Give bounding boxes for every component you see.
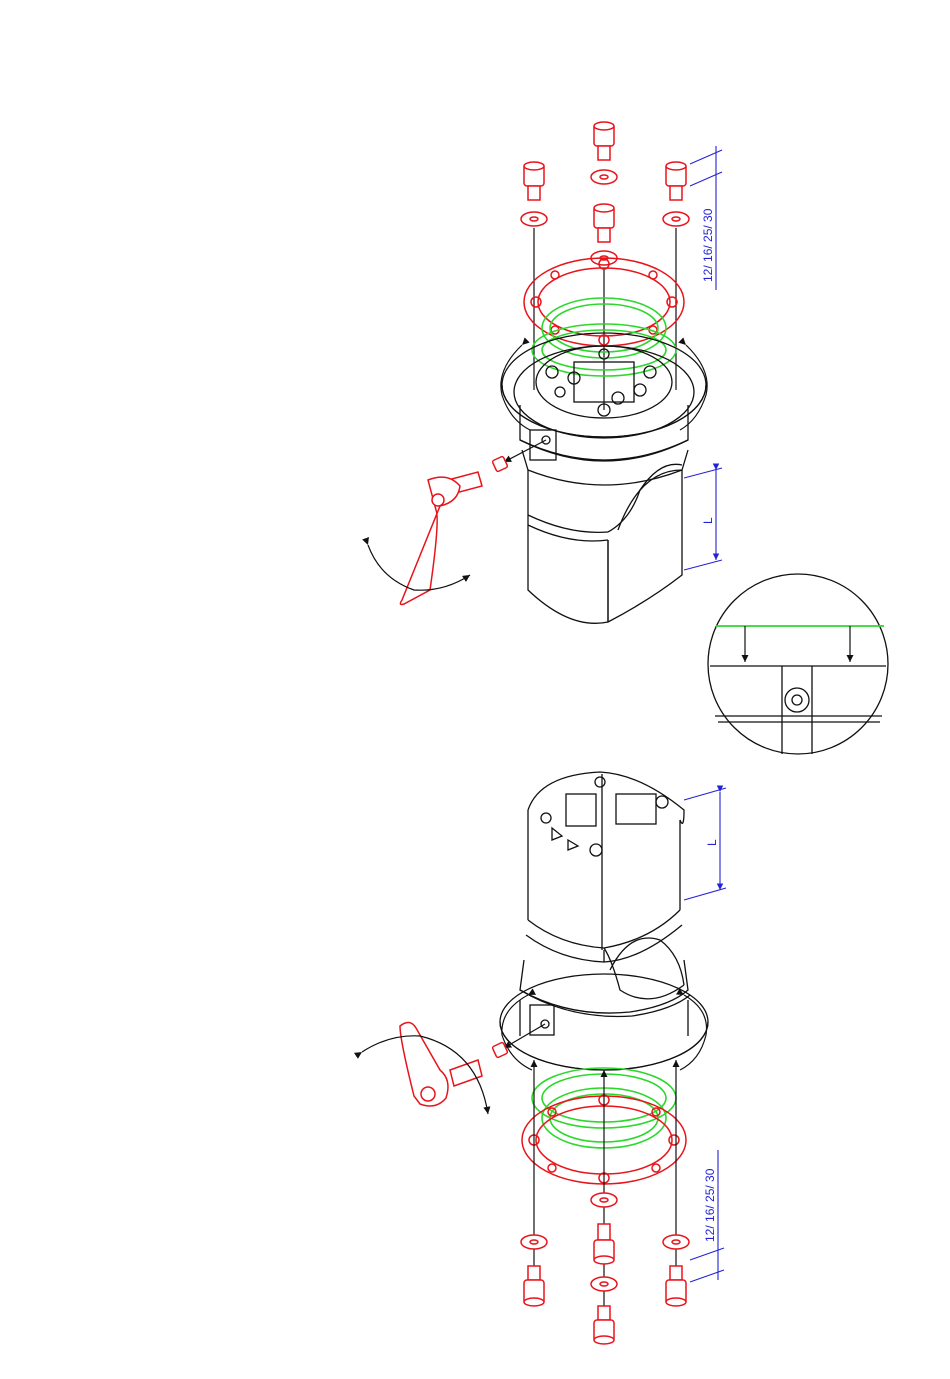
screw-bottom-middle — [594, 1224, 614, 1264]
top-dim-L: L — [684, 468, 722, 570]
top-dim-screw-label: 12/ 16/ 25/ 30 — [701, 208, 715, 282]
top-dim-screw: 12/ 16/ 25/ 30 — [690, 146, 722, 290]
bottom-body — [500, 772, 708, 1070]
top-dim-L-label: L — [701, 517, 715, 524]
bottom-dim-screw-label: 12/ 16/ 25/ 30 — [703, 1168, 717, 1242]
screw-top-center — [594, 122, 614, 160]
bottom-dim-L-label: L — [705, 839, 719, 846]
top-clamp-lever — [368, 440, 546, 605]
screw-top-middle — [594, 204, 614, 242]
bottom-dim-screw: 12/ 16/ 25/ 30 — [690, 1150, 724, 1282]
bottom-rotation-arrows — [502, 995, 707, 1070]
screw-top-left — [524, 162, 544, 200]
screw-top-right — [666, 162, 686, 200]
detail-view — [708, 574, 888, 754]
screw-bottom-center — [594, 1306, 614, 1344]
screw-bottom-left — [524, 1266, 544, 1306]
bottom-clamp-lever — [362, 1022, 545, 1114]
top-assembly: 12/ 16/ 25/ 30 L — [368, 122, 722, 623]
bottom-assembly: L 12/ 16/ 25/ 30 — [362, 772, 726, 1344]
bottom-dim-L: L — [684, 788, 726, 900]
screw-bottom-right — [666, 1266, 686, 1306]
